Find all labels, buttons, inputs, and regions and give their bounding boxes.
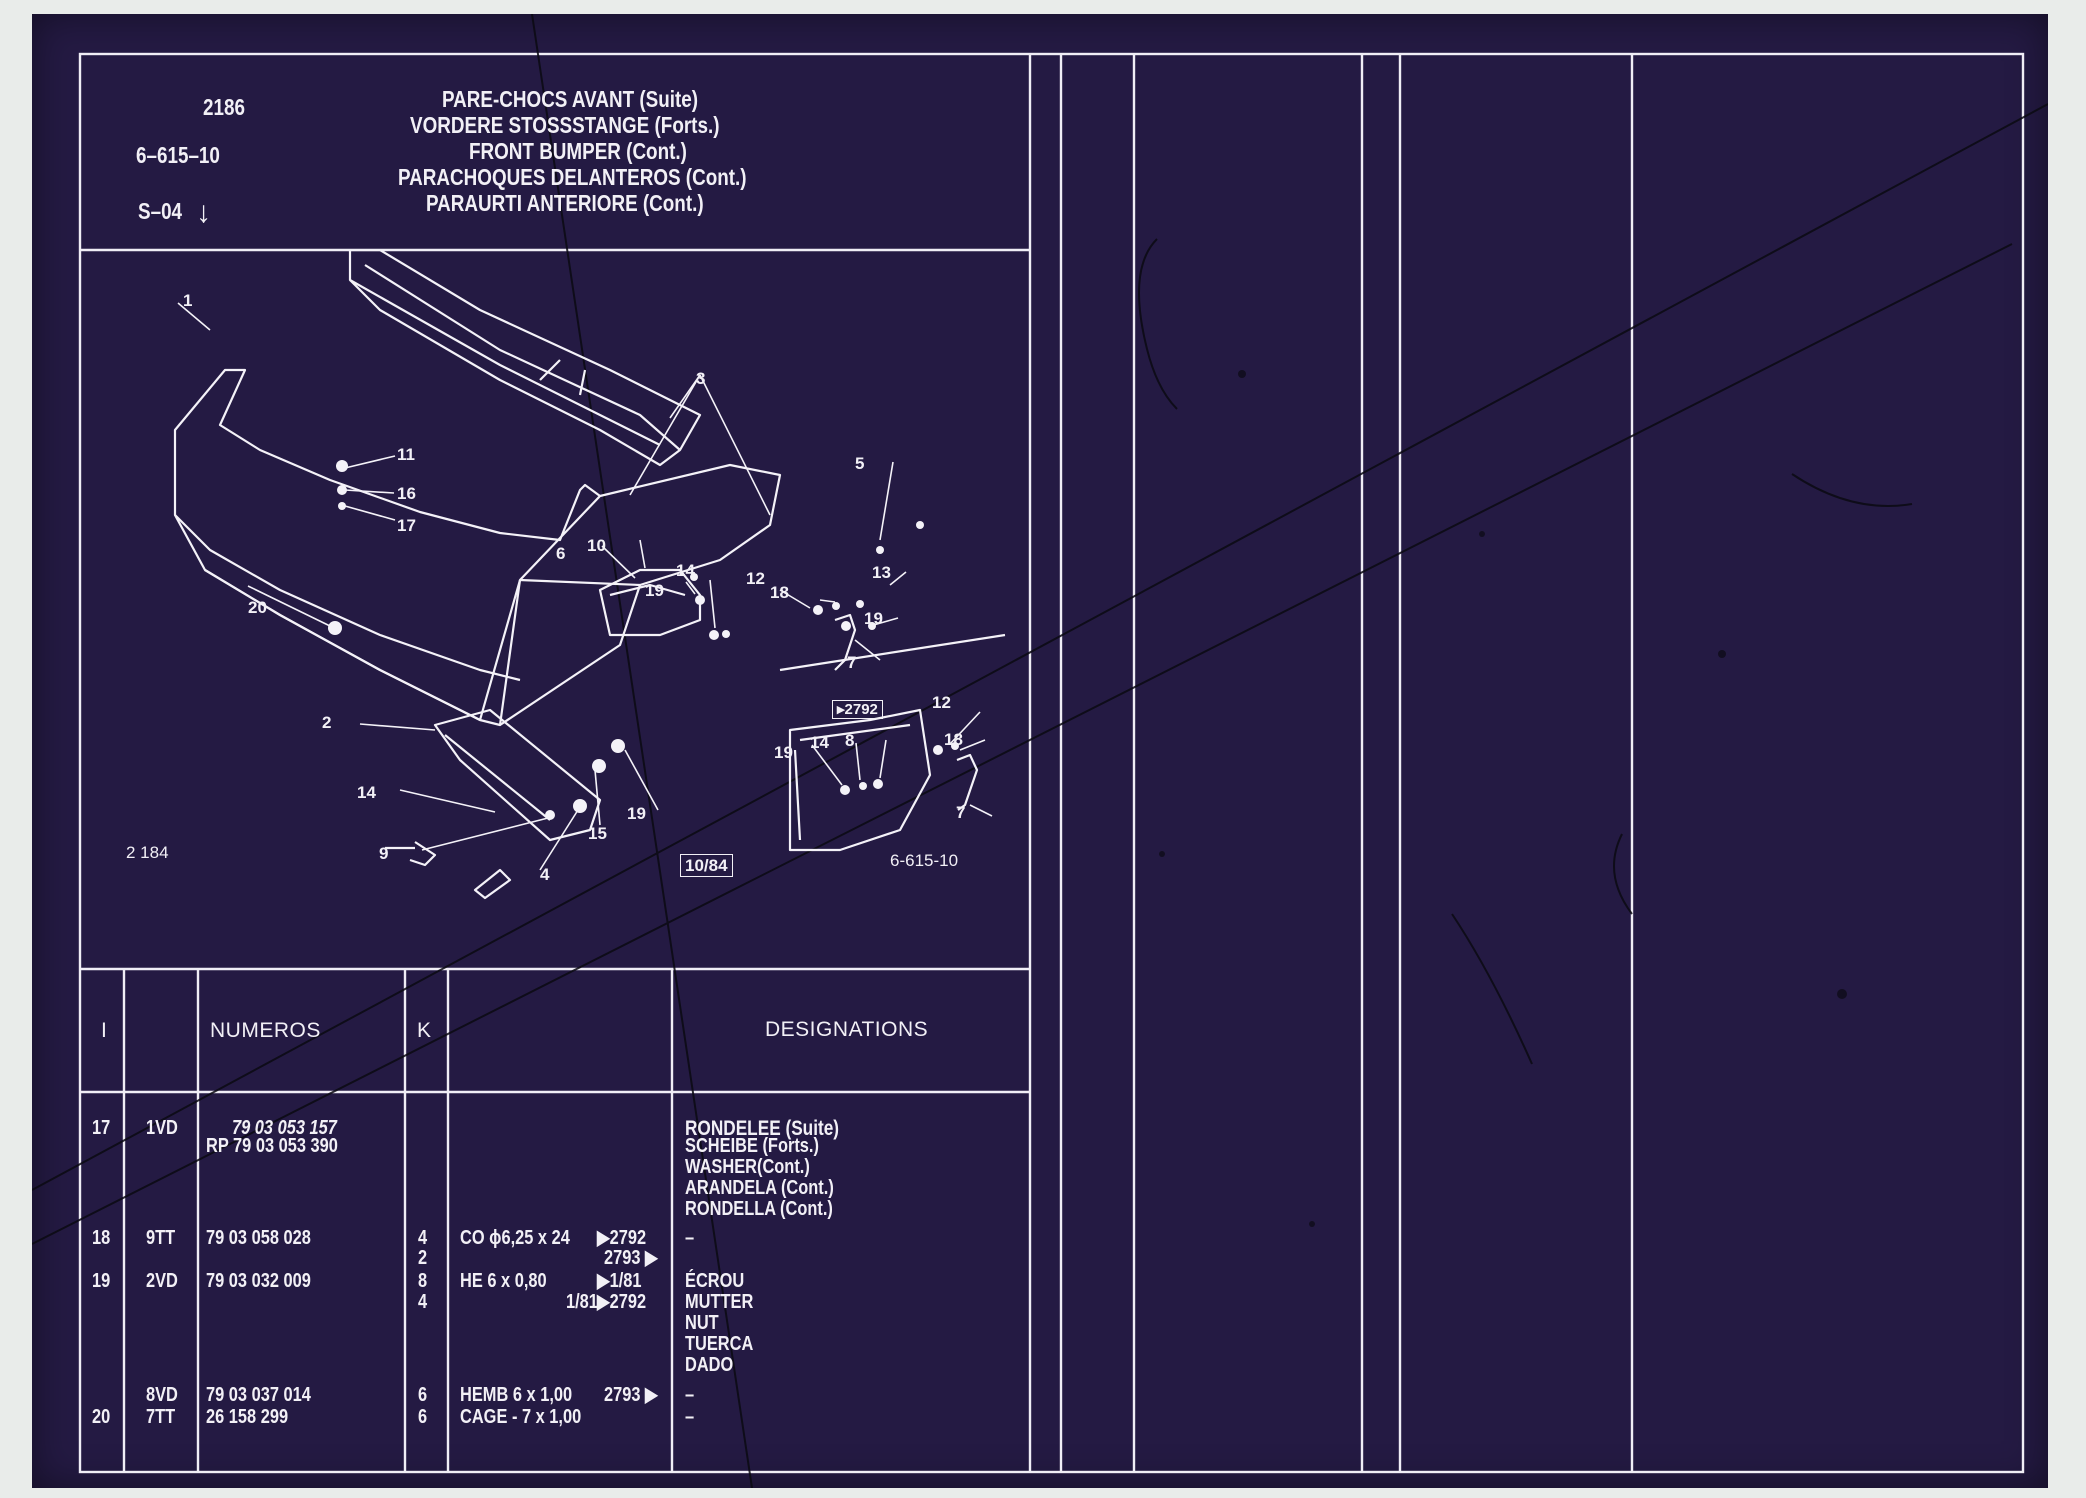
column-header-designations: DESIGNATIONS: [765, 1018, 929, 1041]
figure-ref-right: 6-615-10: [890, 851, 959, 870]
cell-spec: 1/81: [566, 1291, 598, 1313]
cell-i: 19: [92, 1270, 111, 1292]
callout-1: 1: [183, 291, 193, 310]
cell-code: 1VD: [146, 1117, 178, 1139]
tag-box: ▸2792: [832, 700, 883, 719]
cell-number: 79 03 058 028: [206, 1227, 311, 1249]
cell-designation: MUTTER: [685, 1291, 754, 1313]
cell-i: 17: [92, 1117, 111, 1139]
cell-code: 7TT: [146, 1406, 176, 1428]
callout-18: 18: [770, 583, 789, 602]
cell-number: 26 158 299: [206, 1406, 289, 1428]
cell-ref: ▶2792: [597, 1291, 647, 1313]
callout-19: 19: [645, 581, 664, 600]
microfiche-sheet: 2186 6–615–10 S–04 ↓ PARE-CHOCS AVANT (S…: [32, 14, 2048, 1488]
cell-designation: RONDELLA (Cont.): [685, 1198, 833, 1220]
callout-5: 5: [855, 454, 865, 473]
cell-qty: 8: [418, 1270, 428, 1292]
cell-ref: ▶2792: [597, 1227, 647, 1249]
callout-4: 4: [540, 865, 550, 884]
cell-qty: 2: [418, 1247, 428, 1269]
title-fr: PARE-CHOCS AVANT (Suite): [442, 86, 699, 112]
figure-ref-left: 2 184: [126, 843, 169, 862]
cell-designation: –: [685, 1406, 695, 1428]
callout-19d: 19: [774, 743, 793, 762]
cell-designation: ÉCROU: [685, 1270, 745, 1292]
cell-qty: 6: [418, 1384, 428, 1406]
callout-2: 2: [322, 713, 332, 732]
cell-code: 2VD: [146, 1270, 178, 1292]
callout-16: 16: [397, 484, 416, 503]
callout-11: 11: [397, 445, 415, 464]
page-number: 2186: [203, 94, 245, 120]
cell-ref: 2793 ▶: [604, 1384, 658, 1406]
column-header-numbers: NUMEROS: [210, 1019, 321, 1042]
callout-6: 6: [556, 544, 566, 563]
bumper-bar: [173, 368, 602, 722]
cell-number: RP 79 03 053 390: [206, 1135, 338, 1157]
title-es: PARACHOQUES DELANTEROS (Cont.): [398, 164, 747, 190]
cell-designation: RONDELEE (Suite): [685, 1117, 840, 1140]
callout-17: 17: [397, 516, 416, 535]
cell-designation: SCHEIBE (Forts.): [685, 1135, 819, 1157]
bumper-exploded-diagram: [173, 250, 1006, 900]
cell-designation: ARANDELA (Cont.): [685, 1177, 834, 1199]
callout-12b: 12: [932, 693, 951, 712]
reinforcement-beam: [348, 250, 702, 467]
cell-ref: ▶1/81: [597, 1270, 642, 1292]
cell-qty: 4: [418, 1227, 428, 1249]
callout-8: 8: [845, 731, 855, 750]
callout-19c: 19: [627, 804, 646, 823]
column-header-k: K: [417, 1019, 432, 1042]
callout-20: 20: [248, 598, 267, 617]
callout-14b: 14: [357, 783, 376, 802]
cell-number: 79 03 032 009: [206, 1270, 311, 1292]
cell-designation: WASHER(Cont.): [685, 1156, 810, 1178]
cell-code: 9TT: [146, 1227, 176, 1249]
cell-ref: 2793 ▶: [604, 1247, 658, 1269]
callout-18b: 18: [944, 730, 963, 749]
title-it: PARAURTI ANTERIORE (Cont.): [426, 190, 704, 216]
callout-7b: 7: [956, 803, 966, 822]
callout-3: 3: [696, 369, 706, 388]
table-frame: [32, 14, 2048, 1488]
cell-spec: HE 6 x 0,80: [460, 1270, 547, 1292]
cell-i: 20: [92, 1406, 111, 1428]
callout-7: 7: [847, 653, 857, 672]
callout-19b: 19: [864, 609, 883, 628]
callout-14c: 14: [810, 733, 829, 752]
callout-12: 12: [746, 569, 765, 588]
cell-designation: DADO: [685, 1354, 734, 1376]
group-code: 6–615–10: [136, 142, 220, 168]
series-code: S–04: [138, 198, 183, 224]
cell-i: 18: [92, 1227, 111, 1249]
cell-spec: CO ϕ6,25 x 24: [460, 1227, 570, 1249]
cell-qty: 6: [418, 1406, 428, 1428]
cell-designation: NUT: [685, 1312, 719, 1334]
cell-number: 79 03 037 014: [206, 1384, 311, 1406]
column-header-index: I: [101, 1019, 108, 1042]
cell-qty: 4: [418, 1291, 428, 1313]
cell-designation: TUERCA: [685, 1333, 754, 1355]
cell-spec: HEMB 6 x 1,00: [460, 1384, 573, 1406]
cell-number: 79 03 053 157: [232, 1117, 337, 1139]
callout-14: 14: [676, 561, 695, 580]
callout-13: 13: [872, 563, 891, 582]
callout-10: 10: [587, 536, 606, 555]
title-de: VORDERE STOSSSTANGE (Forts.): [410, 112, 720, 138]
series-arrow-icon: ↓: [196, 196, 211, 229]
cell-spec: CAGE - 7 x 1,00: [460, 1406, 582, 1428]
title-en: FRONT BUMPER (Cont.): [469, 138, 687, 164]
cell-code: 8VD: [146, 1384, 178, 1406]
callout-15: 15: [588, 824, 607, 843]
date-box: 10/84: [680, 854, 733, 877]
callout-9: 9: [379, 844, 389, 863]
cell-designation: –: [685, 1227, 695, 1249]
cell-designation: –: [685, 1384, 695, 1406]
